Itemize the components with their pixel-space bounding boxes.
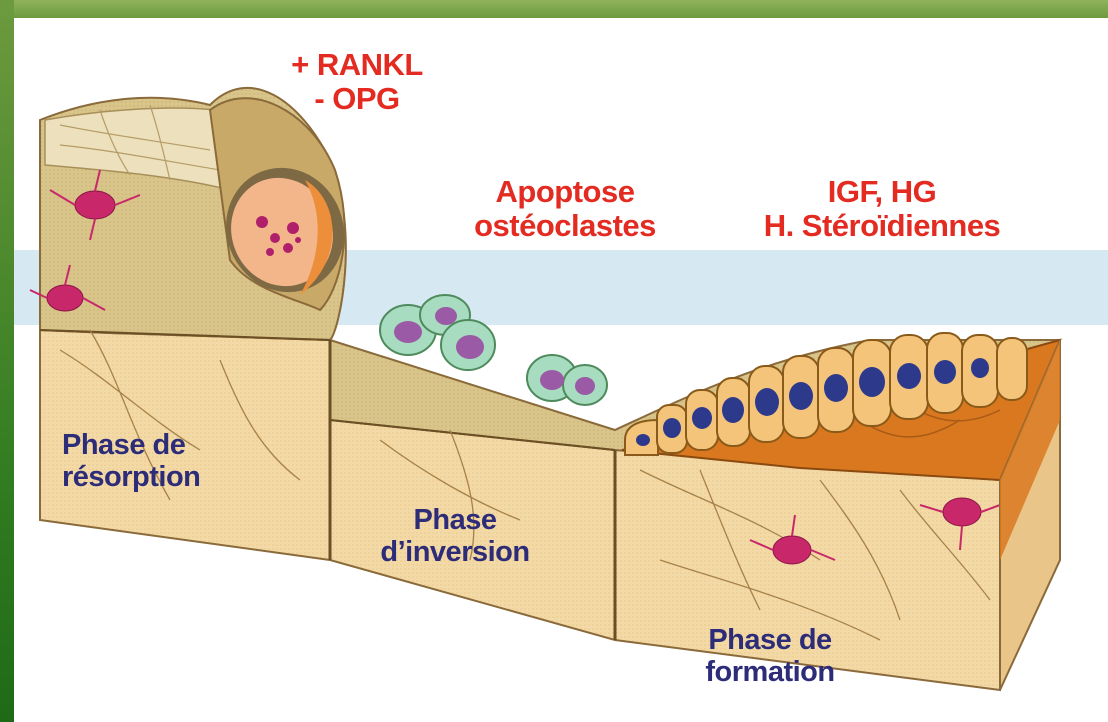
igf-line1: IGF, HG — [712, 175, 1052, 209]
growth-factors-label: IGF, HG H. Stéroïdiennes — [712, 175, 1052, 243]
phase-inversion-label: Phase d’inversion — [340, 505, 570, 569]
formation-line1: Phase de — [670, 625, 870, 657]
formation-line2: formation — [670, 657, 870, 689]
resorption-line2: résorption — [62, 462, 262, 494]
apoptose-label: Apoptose ostéoclastes — [440, 175, 690, 243]
igf-line2: H. Stéroïdiennes — [712, 209, 1052, 243]
inversion-line1: Phase — [340, 505, 570, 537]
apoptose-line2: ostéoclastes — [440, 209, 690, 243]
rankl-label: + RANKL - OPG — [262, 48, 452, 116]
inversion-line2: d’inversion — [340, 537, 570, 569]
apoptose-line1: Apoptose — [440, 175, 690, 209]
resorption-line1: Phase de — [62, 430, 262, 462]
opg-line2: - OPG — [262, 82, 452, 116]
rankl-line1: + RANKL — [262, 48, 452, 82]
phase-resorption-label: Phase de résorption — [62, 430, 262, 494]
phase-formation-label: Phase de formation — [670, 625, 870, 689]
